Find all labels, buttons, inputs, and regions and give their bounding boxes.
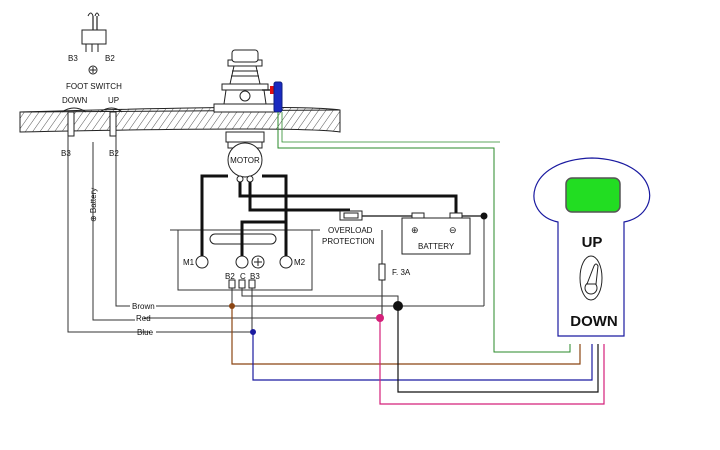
battery-label: BATTERY	[418, 242, 455, 251]
overload-protection: OVERLOAD PROTECTION	[322, 210, 375, 246]
battery-minus-icon: ⊖	[449, 225, 457, 235]
deck-switch-red-indicator	[270, 86, 276, 94]
terminal-b3-label: B3	[250, 272, 260, 281]
terminal-b2-label: B2	[225, 272, 235, 281]
overload-label-line1: OVERLOAD	[328, 226, 373, 235]
foot-switch-wire-b3: B3	[61, 149, 71, 158]
foot-switch-wires	[67, 136, 150, 333]
magenta-remote-cable	[379, 318, 605, 405]
green-signal-wire	[277, 112, 571, 353]
foot-switch-down-label: DOWN	[62, 96, 88, 105]
remote-control: UP DOWN	[533, 157, 651, 337]
foot-switch-terminal-b3: B3	[68, 54, 78, 63]
wire-label-red: Red	[136, 314, 151, 323]
motor-leads	[200, 174, 458, 256]
foot-switch-wire-b2: B2	[109, 149, 119, 158]
wire-label-brown: Brown	[132, 302, 155, 311]
motor-label: MOTOR	[230, 156, 260, 165]
deck-switch-blue-button[interactable]	[273, 81, 283, 113]
green-signal-wire-2	[281, 112, 500, 143]
foot-switch-pedals	[61, 107, 123, 137]
foot-switch-up-label: UP	[108, 96, 119, 105]
foot-switch-terminal-b2: B2	[105, 54, 115, 63]
overload-label-line2: PROTECTION	[322, 237, 375, 246]
blue-remote-cable	[252, 332, 593, 381]
battery-plus-icon: ⊕	[411, 225, 419, 235]
junction-black-dot	[393, 301, 403, 311]
junction-brown-dot	[229, 303, 235, 309]
deck	[19, 106, 341, 133]
terminal-m2-label: M2	[294, 258, 306, 267]
battery: ⊕ ⊖ BATTERY	[401, 212, 471, 255]
brown-remote-cable	[231, 306, 581, 365]
ground-plus-icon	[88, 65, 98, 75]
fuse: F. 3A	[378, 230, 411, 317]
control-box: M1 M2 B2 C B3	[170, 229, 320, 291]
wire-label-blue: Blue	[137, 328, 154, 337]
motor: MOTOR	[227, 141, 263, 183]
remote-indicator-light	[565, 177, 621, 213]
junction-blue-dot	[250, 329, 256, 335]
remote-up-label: UP	[582, 234, 603, 251]
black-remote-cable	[397, 306, 599, 393]
foot-switch-title: FOOT SWITCH	[66, 82, 122, 91]
c-to-negative	[241, 288, 399, 306]
terminal-c-label: C	[240, 272, 246, 281]
fuse-label: F. 3A	[392, 268, 411, 277]
foot-switch-plug-icon	[81, 12, 107, 52]
junction-negative-dot	[480, 212, 488, 220]
remote-down-label: DOWN	[570, 313, 618, 330]
terminal-m1-label: M1	[183, 258, 195, 267]
junction-magenta-dot	[376, 314, 384, 322]
toggle-switch-icon[interactable]	[579, 255, 603, 301]
